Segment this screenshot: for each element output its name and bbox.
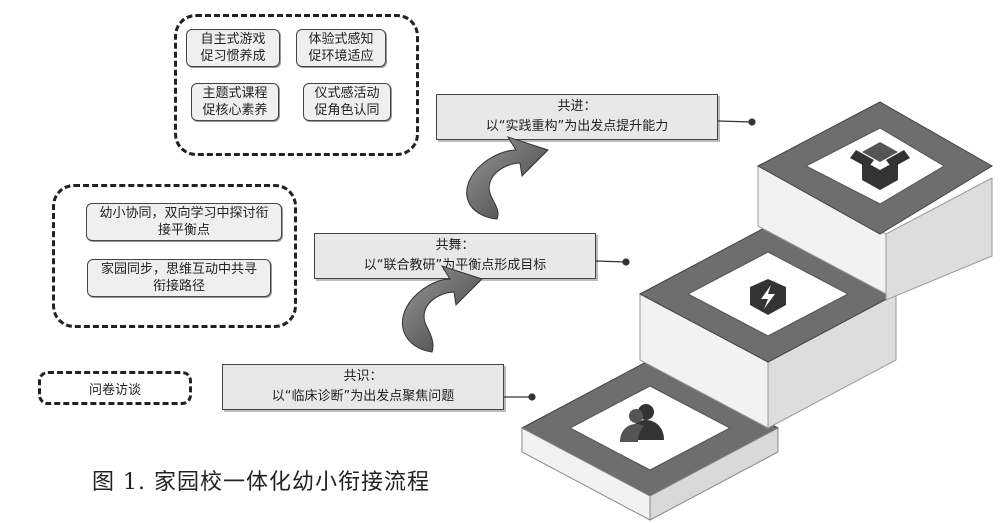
box-open-icon: [850, 142, 910, 190]
strategy-line: 仪式感活动: [314, 86, 380, 101]
stage-title: 共识：: [343, 369, 383, 384]
strategy-box-ritual: 仪式感活动促角色认同: [303, 83, 391, 121]
lightning-shield-icon: [750, 279, 786, 315]
strategy-line: 衔接路径: [152, 279, 205, 294]
users-icon: [620, 404, 664, 442]
stage-title: 共舞：: [435, 238, 475, 253]
strategy-line: 体验式感知: [308, 32, 374, 47]
strategy-line: 促环境适应: [308, 49, 374, 64]
strategy-box-home-kindergarten: 家园同步，思维互动中共寻衔接路径: [87, 259, 271, 297]
middle-strategy-group: [52, 184, 297, 328]
connector-dot: [748, 118, 756, 126]
strategy-line: 幼小协同，双向学习中探讨衔: [99, 206, 269, 221]
stage-text: 以“联合教研”为平衡点形成目标: [363, 258, 547, 273]
strategy-line: 主题式课程: [202, 86, 268, 101]
top-strategy-group: [174, 14, 419, 156]
connector-top: [717, 120, 753, 123]
strategy-line: 自主式游戏: [200, 32, 266, 47]
curved-arrow-lower: [402, 265, 483, 353]
strategy-line: 促核心素养: [202, 103, 268, 118]
strategy-line: 接平衡点: [157, 223, 210, 238]
strategy-box-kindergarten-primary: 幼小协同，双向学习中探讨衔接平衡点: [86, 203, 282, 241]
stage-text: 以“实践重构”为出发点提升能力: [485, 119, 669, 134]
stage-text: 以“临床诊断”为出发点聚焦问题: [271, 389, 455, 404]
connector-lines: [504, 118, 756, 401]
survey-interview-label: 问卷访谈: [88, 382, 141, 398]
figure-caption: 图 1. 家园校一体化幼小衔接流程: [92, 470, 430, 495]
connector-dot: [622, 258, 630, 266]
connector-middle: [595, 260, 627, 263]
strategy-box-experience: 体验式感知促环境适应: [296, 29, 386, 67]
strategy-box-theme-course: 主题式课程促核心素养: [191, 83, 279, 121]
curved-arrow-upper: [466, 136, 549, 220]
connector-dot: [528, 393, 536, 401]
stage-box-consensus: 共识： 以“临床诊断”为出发点聚焦问题: [222, 364, 504, 410]
strategy-box-free-play: 自主式游戏促习惯养成: [186, 29, 280, 67]
strategy-line: 促习惯养成: [200, 49, 266, 64]
strategy-line: 促角色认同: [314, 103, 380, 118]
strategy-line: 家园同步，思维互动中共寻: [100, 262, 257, 277]
stage-box-advance: 共进： 以“实践重构”为出发点提升能力: [436, 94, 718, 140]
stage-title: 共进：: [557, 99, 597, 114]
bottom-strategy-group: 问卷访谈: [38, 371, 192, 405]
